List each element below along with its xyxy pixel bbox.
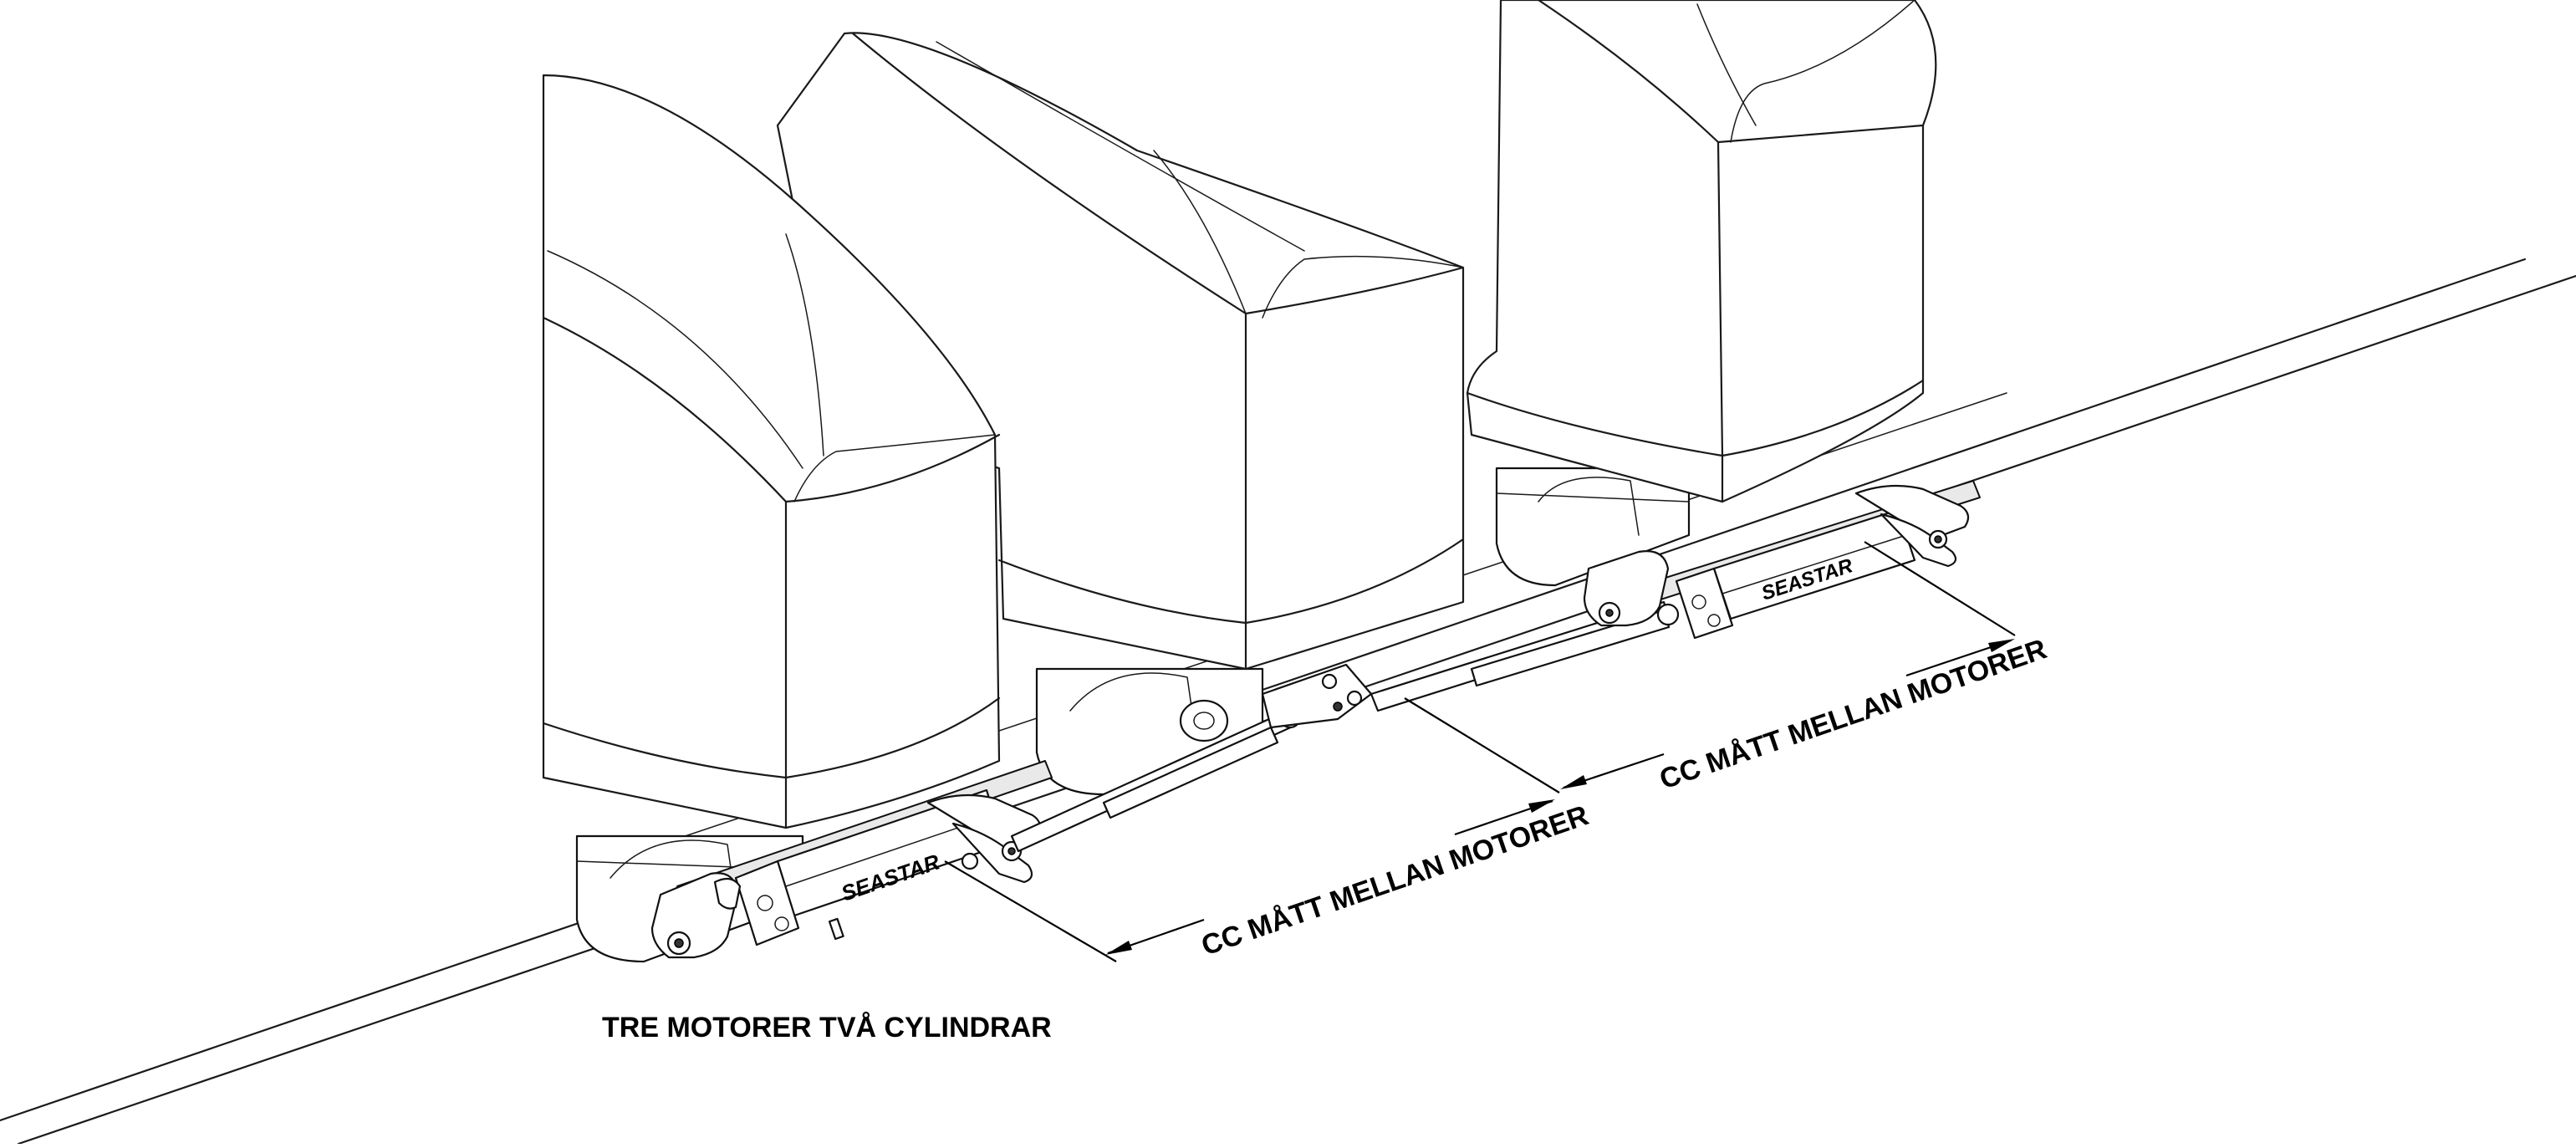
arrowhead [1560, 775, 1587, 789]
extension-line-b [1404, 697, 1560, 793]
dimension-label-right: CC MÅTT MELLAN MOTORER [1655, 633, 2051, 795]
cowling-right [1466, 0, 1937, 503]
arrowhead [1988, 639, 2015, 652]
outboard-motor-middle [776, 32, 1465, 796]
diagram-caption: TRE MOTORER TVÅ CYLINDRAR [602, 1012, 1052, 1043]
cowling-left [542, 74, 1001, 829]
steering-cylinder-left: SEASTAR [650, 760, 1053, 959]
cowling-middle [776, 32, 1465, 671]
outboard-motor-right [1466, 0, 1937, 587]
arrowhead [1528, 799, 1555, 813]
tie-bar-middle [1370, 600, 1680, 712]
arrowhead [1105, 941, 1132, 955]
dimension-label-left: CC MÅTT MELLAN MOTORER [1197, 799, 1593, 962]
steering-cylinder-right: SEASTAR [1583, 480, 1981, 640]
extension-line-c [1864, 541, 2016, 636]
extension-line-a [944, 860, 1117, 962]
tie-bar-left [1010, 663, 1373, 853]
